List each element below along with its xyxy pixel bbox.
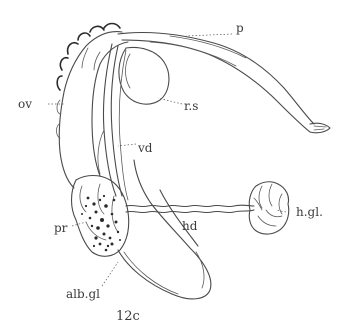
receptaculum-seminis — [119, 48, 169, 105]
label-pr: pr — [54, 221, 68, 235]
leader-p — [186, 34, 232, 36]
label-albgl: alb.gl — [66, 287, 100, 301]
label-vd: vd — [137, 141, 153, 155]
leader-lines — [48, 34, 286, 286]
figure-number: 12c — [116, 309, 140, 324]
penis — [118, 32, 330, 132]
hermaphrodite-gland — [249, 182, 289, 234]
label-ov: ov — [18, 97, 32, 111]
leader-albgl — [102, 262, 118, 286]
leader-pr — [72, 222, 86, 226]
hermaphrodite-duct — [126, 205, 254, 212]
label-rs: r.s — [184, 99, 198, 113]
label-p: p — [236, 21, 244, 35]
label-hd: hd — [182, 219, 198, 233]
label-hgl: h.gl. — [296, 205, 323, 219]
leader-rs — [158, 98, 182, 104]
